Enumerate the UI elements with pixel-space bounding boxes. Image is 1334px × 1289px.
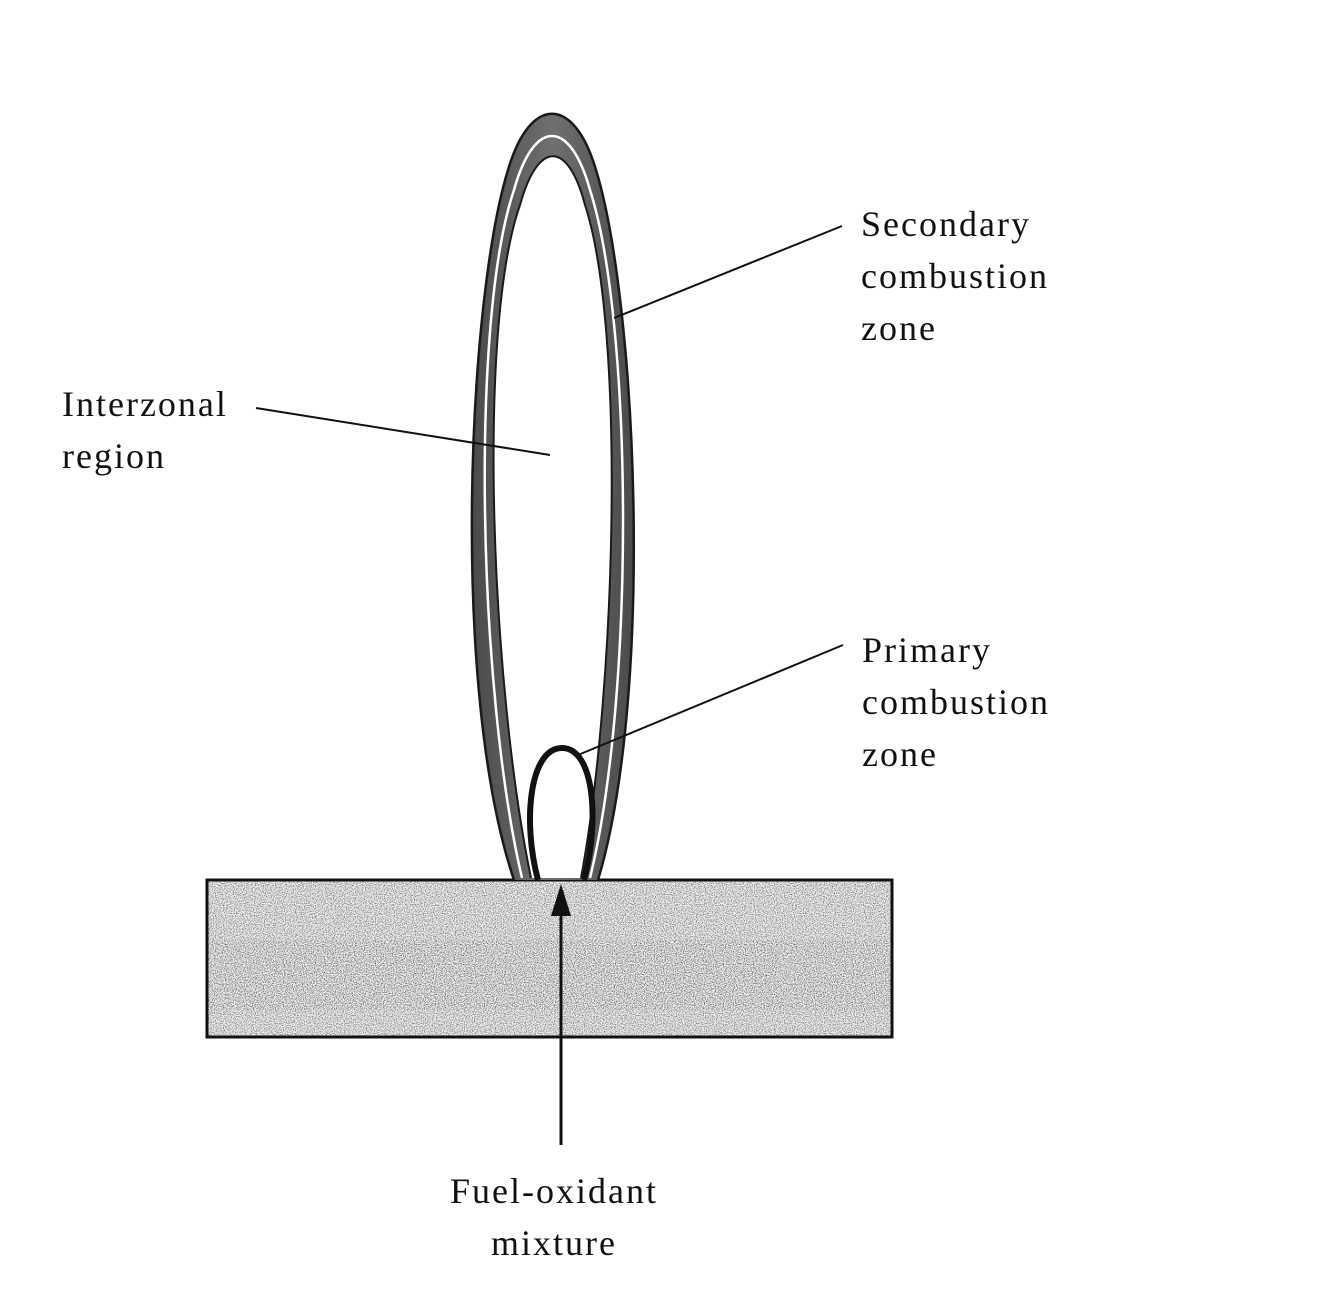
fuel-flow-arrow [551, 884, 571, 1145]
primary-zone-leader [577, 644, 844, 756]
primary-zone-label: Primary combustion zone [862, 630, 1050, 774]
interzonal-region-leader [255, 407, 551, 456]
interzonal-region [497, 161, 609, 876]
secondary-zone-label: Secondary combustion zone [861, 204, 1049, 348]
interzonal-region-label: Interzonal region [62, 384, 228, 476]
primary-combustion-zone [527, 744, 596, 881]
fuel-oxidant-label: Fuel-oxidant mixture [450, 1171, 658, 1263]
burner-block [205, 878, 894, 1039]
secondary-zone-leader [613, 225, 843, 319]
